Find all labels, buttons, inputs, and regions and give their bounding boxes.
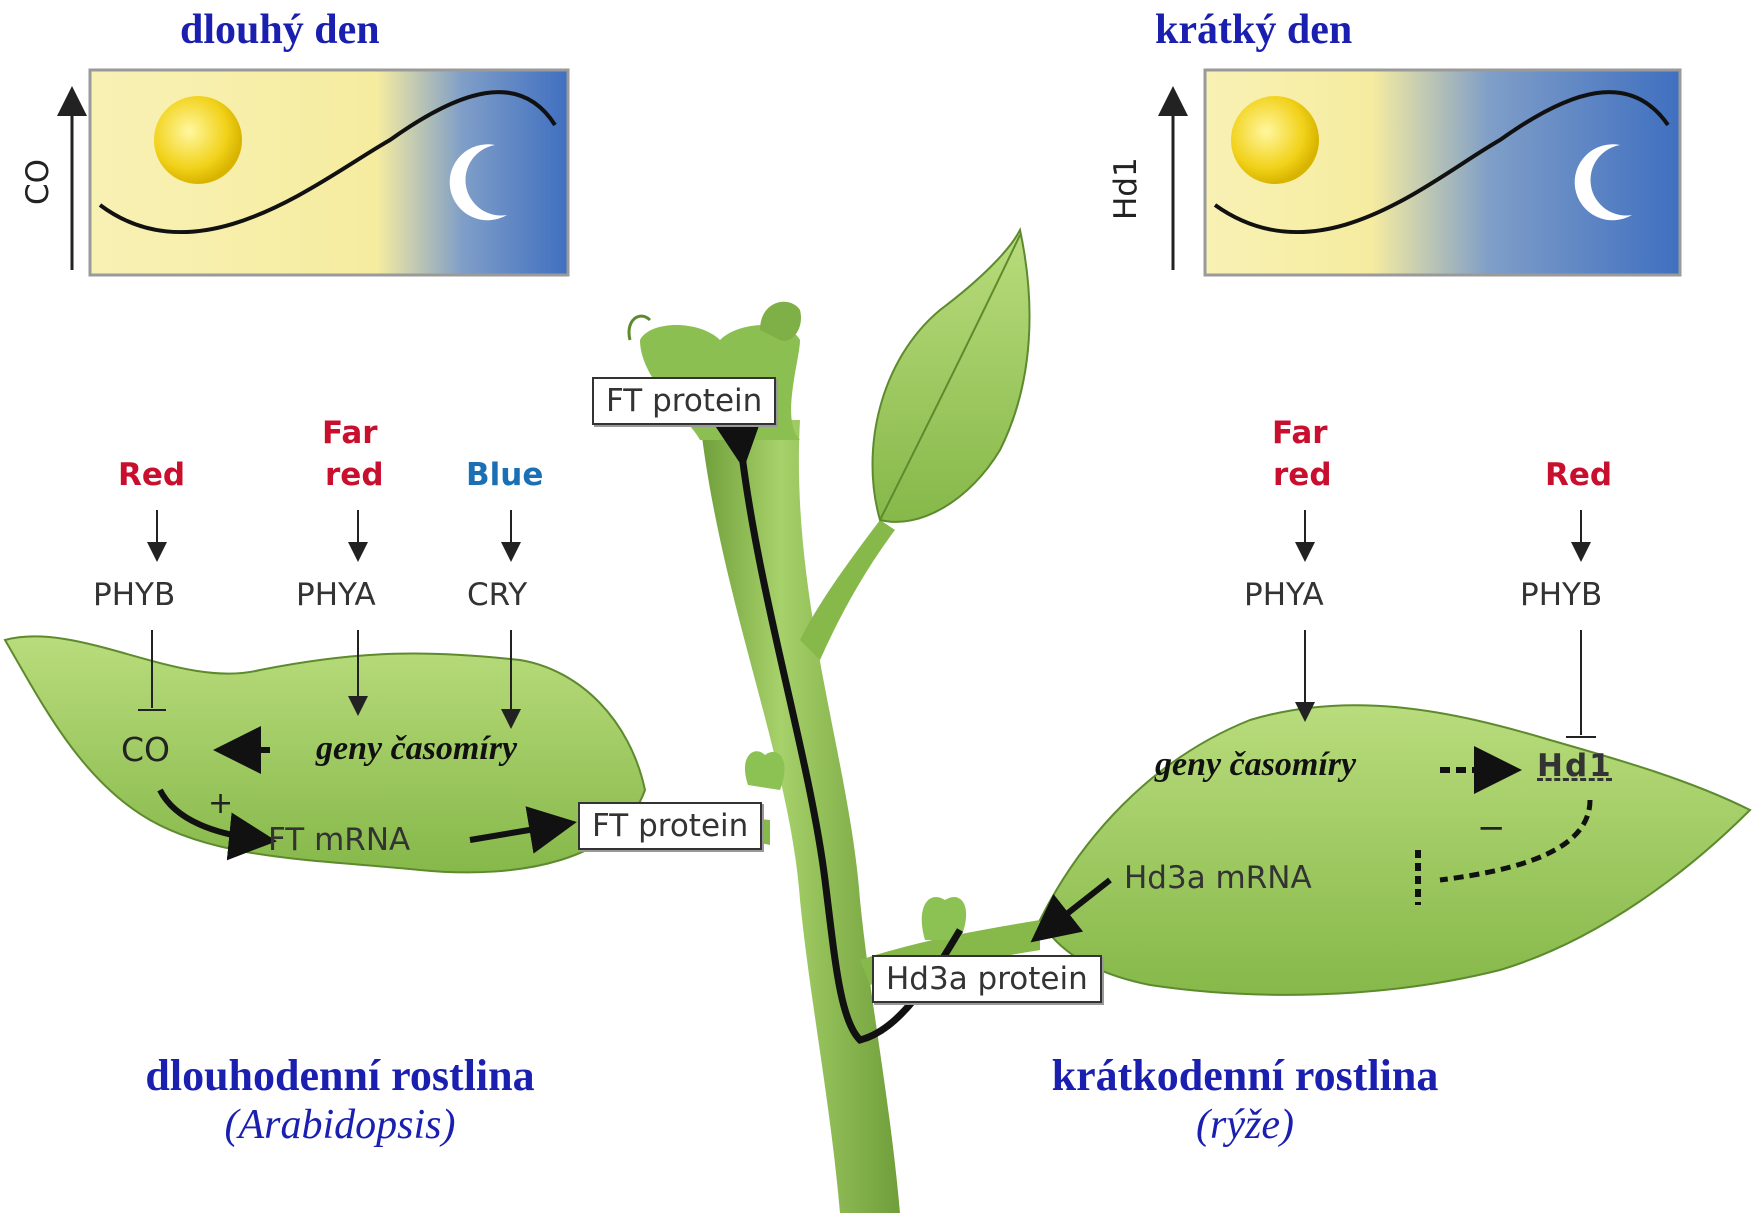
short-day-plant-caption: krátkodenní rostlina (rýže) (1010, 1050, 1480, 1149)
right-phyb: PHYB (1520, 577, 1602, 613)
right-red-label: Red (1545, 457, 1612, 493)
left-red-label: Red (118, 457, 185, 493)
co-axis-label: CO (20, 159, 56, 205)
right-leaf-arrows (1305, 510, 1596, 737)
right-day-graph (1173, 70, 1680, 275)
left-cry: CRY (467, 577, 527, 613)
plus-sign: + (208, 786, 233, 821)
long-day-heading: dlouhý den (180, 6, 380, 54)
left-day-graph (72, 70, 568, 275)
long-day-plant-caption: dlouhodenní rostlina (Arabidopsis) (100, 1050, 580, 1149)
long-day-plant-title: dlouhodenní rostlina (100, 1050, 580, 1101)
right-far-red-label: red (1273, 457, 1332, 493)
left-far-label: Far (322, 415, 378, 451)
hd3a-protein-box: Hd3a protein (872, 955, 1102, 1003)
ft-protein-top-box: FT protein (592, 377, 776, 425)
hd1-axis-label: Hd1 (1108, 157, 1144, 220)
left-phya: PHYA (296, 577, 376, 613)
ft-protein-leaf-box: FT protein (578, 802, 762, 850)
right-leaf (1040, 705, 1750, 995)
ft-mrna-label: FT mRNA (268, 822, 410, 858)
long-day-plant-species: (Arabidopsis) (100, 1101, 580, 1149)
left-clock-genes: geny časomíry (316, 730, 517, 768)
short-day-plant-species: (rýže) (1010, 1101, 1480, 1149)
left-phyb: PHYB (93, 577, 175, 613)
hd1-label: Hd1 (1537, 748, 1613, 784)
short-day-heading: krátký den (1155, 6, 1352, 54)
right-far-label: Far (1272, 415, 1328, 451)
right-phya: PHYA (1244, 577, 1324, 613)
left-blue-label: Blue (466, 457, 543, 493)
minus-sign: − (1477, 808, 1506, 848)
short-day-plant-title: krátkodenní rostlina (1010, 1050, 1480, 1101)
left-far-red-label: red (325, 457, 384, 493)
co-label: CO (121, 730, 170, 769)
hd3a-mrna-label: Hd3a mRNA (1124, 860, 1312, 896)
right-clock-genes: geny časomíry (1155, 746, 1356, 784)
